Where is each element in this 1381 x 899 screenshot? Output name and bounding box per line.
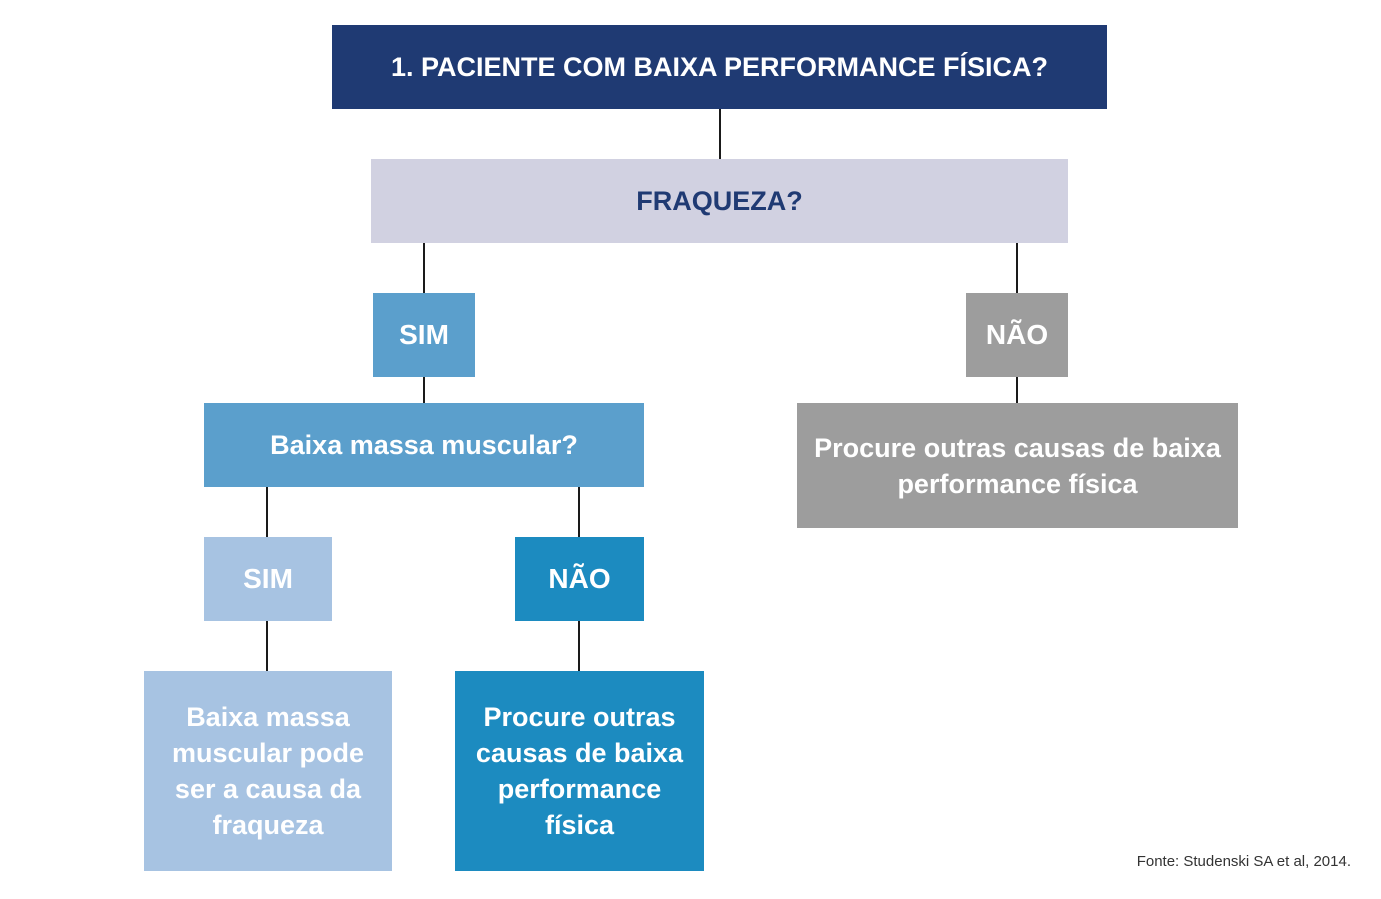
weakness-question-box: FRAQUEZA? <box>371 159 1068 243</box>
weakness-yes-box: SIM <box>373 293 475 377</box>
mass-no-box: NÃO <box>515 537 644 621</box>
connector-no-to-other <box>1016 377 1018 403</box>
muscle-mass-question-box: Baixa massa muscular? <box>204 403 644 487</box>
source-citation: Fonte: Studenski SA et al, 2014. <box>1136 853 1351 870</box>
muscle-mass-question-text: Baixa massa muscular? <box>270 429 578 460</box>
connector-mass-to-no <box>578 487 580 537</box>
mass-yes-label: SIM <box>243 563 293 594</box>
connector-weakness-to-no <box>1016 243 1018 293</box>
connector-mass-to-yes <box>266 487 268 537</box>
low-mass-result-text: Baixa massa muscular pode ser a causa da… <box>171 702 365 840</box>
connector-title-to-weakness <box>719 109 721 159</box>
title-box: 1. PACIENTE COM BAIXA PERFORMANCE FÍSICA… <box>332 25 1107 109</box>
connector-no-to-other-causes <box>578 621 580 671</box>
connector-yes-to-cause <box>266 621 268 671</box>
weakness-no-box: NÃO <box>966 293 1068 377</box>
normal-mass-result-text: Procure outras causas de baixa performan… <box>475 702 684 840</box>
connector-yes-to-mass <box>423 377 425 403</box>
title-text: 1. PACIENTE COM BAIXA PERFORMANCE FÍSICA… <box>390 51 1049 82</box>
no-weakness-result-box: Procure outras causas de baixa performan… <box>797 403 1238 528</box>
weakness-no-label: NÃO <box>985 319 1049 350</box>
normal-mass-result-box: Procure outras causas de baixa performan… <box>455 671 704 871</box>
mass-no-label: NÃO <box>548 563 611 594</box>
no-weakness-result-text: Procure outras causas de baixa performan… <box>814 432 1221 499</box>
connector-weakness-to-yes <box>423 243 425 293</box>
weakness-yes-label: SIM <box>399 319 449 350</box>
mass-yes-box: SIM <box>204 537 332 621</box>
weakness-question-text: FRAQUEZA? <box>636 185 803 216</box>
low-mass-result-box: Baixa massa muscular pode ser a causa da… <box>144 671 392 871</box>
